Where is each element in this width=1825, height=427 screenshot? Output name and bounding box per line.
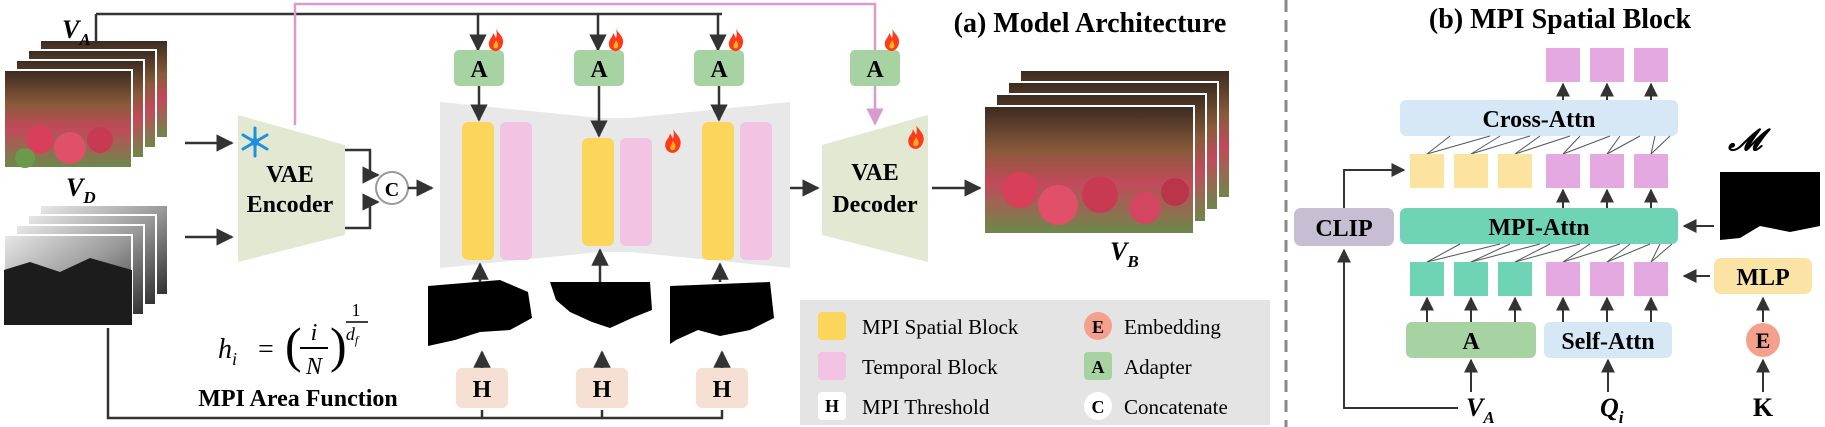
svg-text:A: A bbox=[590, 57, 608, 83]
svg-text:VAE: VAE bbox=[851, 160, 899, 186]
legend-concat-label: Concatenate bbox=[1124, 395, 1228, 419]
fire-icon bbox=[608, 29, 624, 51]
svg-text:N: N bbox=[305, 354, 324, 380]
legend-adapter-label: Adapter bbox=[1124, 355, 1192, 379]
adapter-box-2: A bbox=[574, 29, 624, 86]
input-video-vd-frames bbox=[3, 204, 169, 326]
svg-text:i: i bbox=[311, 320, 318, 346]
mask-label: 𝓜 bbox=[1727, 124, 1771, 157]
legend-threshold-swatch bbox=[818, 392, 846, 420]
legend-adapter-swatch bbox=[1084, 352, 1112, 380]
legend-threshold-label: MPI Threshold bbox=[862, 395, 990, 419]
svg-text:MLP: MLP bbox=[1736, 265, 1789, 291]
svg-text:df: df bbox=[346, 324, 360, 347]
unet-block-2 bbox=[582, 138, 652, 246]
mpi-mask-b bbox=[1720, 172, 1820, 240]
clip-block: CLIP bbox=[1294, 208, 1394, 246]
adapter-block-b: A bbox=[1406, 322, 1536, 358]
svg-text:hi: hi bbox=[218, 334, 237, 369]
svg-text:A: A bbox=[470, 57, 488, 83]
svg-text:Decoder: Decoder bbox=[832, 192, 918, 218]
panel-a-title: (a) Model Architecture bbox=[954, 8, 1227, 39]
svg-text:Self-Attn: Self-Attn bbox=[1561, 329, 1654, 355]
threshold-box-1: H bbox=[456, 368, 508, 408]
input-vd-label: VD bbox=[66, 173, 96, 207]
svg-text:C: C bbox=[1092, 397, 1105, 417]
unet-block-1 bbox=[462, 122, 532, 260]
vae-decoder: VAE Decoder bbox=[822, 115, 928, 262]
mlp-block: MLP bbox=[1714, 258, 1812, 294]
adapter-box-3: A bbox=[694, 29, 744, 86]
svg-text:A: A bbox=[866, 57, 884, 83]
svg-text:Cross-Attn: Cross-Attn bbox=[1483, 107, 1596, 133]
mpi-mask-3 bbox=[670, 282, 774, 348]
formula-caption: MPI Area Function bbox=[198, 386, 398, 412]
legend-embedding-swatch bbox=[1084, 312, 1112, 340]
threshold-box-2: H bbox=[576, 368, 628, 408]
input-tokens bbox=[1410, 262, 1668, 296]
adapter-box-decoder: A bbox=[850, 29, 900, 86]
mpi-attn-block: MPI-Attn bbox=[1400, 208, 1678, 244]
legend-spatial-swatch bbox=[818, 312, 846, 340]
input-k-label: K bbox=[1753, 393, 1774, 422]
svg-text:H: H bbox=[713, 377, 732, 403]
svg-text:E: E bbox=[1092, 317, 1104, 337]
svg-text:(: ( bbox=[285, 317, 302, 373]
fire-icon bbox=[884, 29, 900, 51]
panel-b-title: (b) MPI Spatial Block bbox=[1429, 4, 1692, 35]
legend-temporal-swatch bbox=[818, 352, 846, 380]
mpi-area-formula: hi = ( i N ) 1 df bbox=[218, 300, 368, 380]
mid-tokens bbox=[1410, 154, 1668, 188]
input-qi-label: Qi bbox=[1600, 393, 1624, 427]
svg-text:H: H bbox=[473, 377, 492, 403]
legend-embedding-label: Embedding bbox=[1124, 315, 1221, 339]
snowflake-icon bbox=[241, 126, 269, 158]
svg-text:A: A bbox=[710, 57, 728, 83]
svg-text:A: A bbox=[1092, 357, 1105, 377]
fire-icon bbox=[728, 29, 744, 51]
svg-text:E: E bbox=[1756, 328, 1771, 353]
mpi-attn-connections bbox=[1426, 243, 1673, 263]
legend-temporal-label: Temporal Block bbox=[862, 355, 998, 379]
svg-text:CLIP: CLIP bbox=[1315, 216, 1372, 242]
svg-text:=: = bbox=[258, 334, 274, 365]
svg-text:MPI-Attn: MPI-Attn bbox=[1488, 215, 1589, 241]
self-attn-block: Self-Attn bbox=[1544, 322, 1672, 358]
svg-text:H: H bbox=[593, 377, 612, 403]
cross-attn-connections bbox=[1426, 135, 1671, 155]
cross-attn-block: Cross-Attn bbox=[1400, 100, 1678, 136]
input-video-va-frames bbox=[3, 39, 169, 169]
fire-icon bbox=[488, 29, 504, 51]
legend: MPI Spatial Block Temporal Block H MPI T… bbox=[800, 300, 1270, 425]
legend-spatial-label: MPI Spatial Block bbox=[862, 315, 1019, 339]
input-va-label: VA bbox=[62, 15, 91, 49]
adapter-box-1: A bbox=[454, 29, 504, 86]
legend-concat-swatch bbox=[1084, 392, 1112, 420]
svg-text:Encoder: Encoder bbox=[247, 192, 334, 218]
svg-text:): ) bbox=[330, 317, 347, 373]
input-va-b-label: VA bbox=[1466, 393, 1495, 427]
output-vb-label: VB bbox=[1110, 237, 1139, 271]
svg-text:A: A bbox=[1462, 329, 1480, 355]
unet-block-3 bbox=[702, 122, 772, 260]
vae-encoder: VAE Encoder bbox=[238, 115, 345, 262]
embedding-node: E bbox=[1746, 323, 1780, 357]
mpi-mask-2 bbox=[550, 282, 654, 348]
svg-text:VAE: VAE bbox=[266, 162, 314, 188]
svg-text:H: H bbox=[825, 396, 839, 416]
output-video-vb-frames bbox=[983, 69, 1231, 235]
concatenate-node: C bbox=[375, 171, 409, 205]
svg-text:1: 1 bbox=[352, 300, 361, 320]
svg-text:C: C bbox=[385, 179, 399, 201]
mpi-mask-1 bbox=[428, 280, 532, 348]
threshold-box-3: H bbox=[696, 368, 748, 408]
output-tokens bbox=[1546, 48, 1668, 82]
